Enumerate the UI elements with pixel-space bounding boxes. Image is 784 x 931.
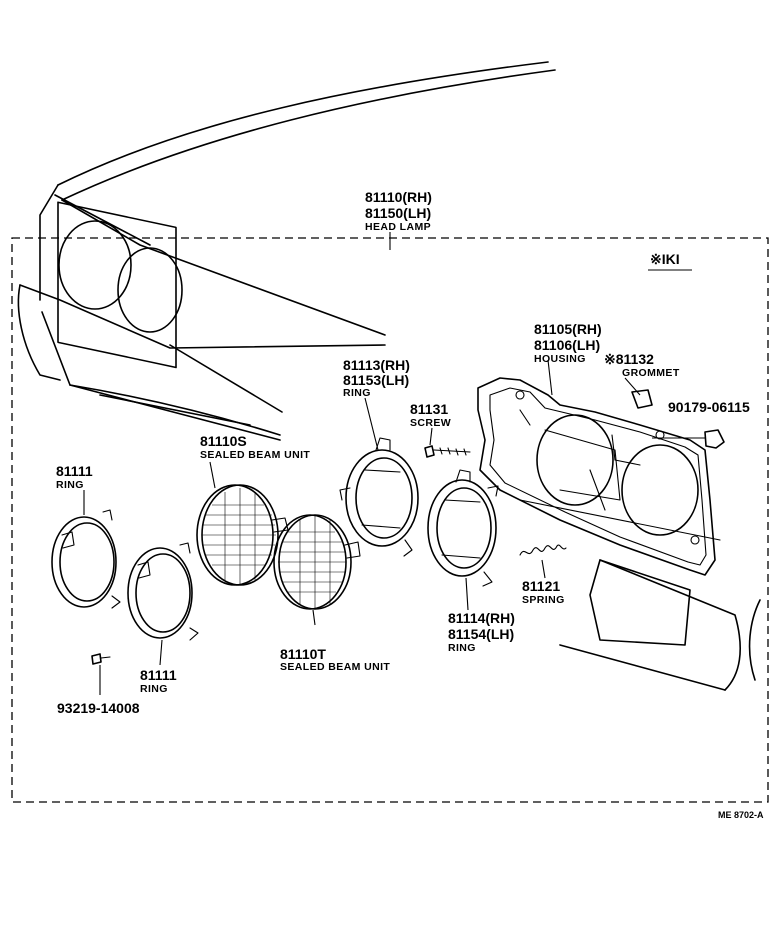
label-diagram-code: ME 8702-A bbox=[718, 810, 764, 820]
label-small-screw: 93219-14008 bbox=[57, 700, 140, 716]
head-lamp-rh: 81110(RH) bbox=[365, 189, 432, 205]
ring-lower-rh: 81114(RH) bbox=[448, 610, 515, 626]
label-nut: 90179-06115 bbox=[668, 399, 750, 415]
label-screw: 81131 SCREW bbox=[410, 401, 451, 429]
label-sealed-beam-s: 81110S SEALED BEAM UNIT bbox=[200, 433, 310, 461]
housing-lh: 81106(LH) bbox=[534, 337, 600, 353]
ring-left-top-name: RING bbox=[56, 479, 84, 491]
grommet-name: GROMMET bbox=[622, 367, 680, 379]
small-screw-number: 93219-14008 bbox=[57, 700, 140, 716]
ring-upper-lh: 81153(LH) bbox=[343, 372, 409, 388]
ring-lower-lh: 81154(LH) bbox=[448, 626, 514, 642]
spring-name: SPRING bbox=[522, 594, 565, 606]
mounting-ring-upper bbox=[339, 437, 419, 557]
label-housing: 81105(RH) 81106(LH) HOUSING bbox=[534, 321, 602, 365]
car-front-outline bbox=[17, 61, 761, 691]
retaining-ring-left-upper bbox=[51, 509, 121, 609]
callout-frame bbox=[11, 237, 769, 803]
housing-name: HOUSING bbox=[534, 353, 586, 365]
retaining-ring-left-lower bbox=[127, 542, 199, 641]
housing-part bbox=[477, 377, 716, 576]
head-lamp-name: HEAD LAMP bbox=[365, 221, 431, 233]
sealed-beam-unit-s bbox=[196, 484, 289, 586]
sealed-beam-s-number: 81110S bbox=[200, 433, 247, 449]
small-screw-part bbox=[91, 653, 111, 665]
label-ring-left-bottom: 81111 RING bbox=[140, 667, 177, 695]
label-sealed-beam-t: 81110T SEALED BEAM UNIT bbox=[280, 646, 390, 673]
label-head-lamp: 81110(RH) 81150(LH) HEAD LAMP bbox=[365, 189, 432, 233]
screw-number: 81131 bbox=[410, 401, 448, 417]
sealed-beam-t-number: 81110T bbox=[280, 646, 326, 662]
ring-left-top-number: 81111 bbox=[56, 463, 93, 479]
spring-number: 81121 bbox=[522, 578, 560, 594]
sealed-beam-t-name: SEALED BEAM UNIT bbox=[280, 661, 390, 673]
ring-upper-rh: 81113(RH) bbox=[343, 357, 410, 373]
grommet-number: ※81132 bbox=[604, 351, 654, 367]
ring-left-bottom-name: RING bbox=[140, 683, 168, 695]
nut-number: 90179-06115 bbox=[668, 399, 750, 415]
screw-name: SCREW bbox=[410, 417, 451, 429]
ring-left-bottom-number: 81111 bbox=[140, 667, 177, 683]
spring-part bbox=[519, 544, 567, 556]
screw-part bbox=[424, 445, 471, 458]
head-lamp-lh: 81150(LH) bbox=[365, 205, 431, 221]
label-spring: 81121 SPRING bbox=[522, 578, 565, 606]
label-grommet: ※81132 GROMMET bbox=[604, 351, 680, 379]
ring-lower-name: RING bbox=[448, 642, 476, 654]
sealed-beam-unit-t bbox=[273, 514, 361, 610]
ring-upper-name: RING bbox=[343, 387, 371, 399]
grommet-part bbox=[631, 389, 653, 409]
label-ring-lower: 81114(RH) 81154(LH) RING bbox=[448, 610, 515, 654]
housing-rh: 81105(RH) bbox=[534, 321, 602, 337]
diagram-code: ME 8702-A bbox=[718, 810, 764, 820]
region-tag: ※IKI bbox=[650, 251, 680, 267]
mounting-ring-lower bbox=[427, 469, 499, 587]
label-ring-left-top: 81111 RING bbox=[56, 463, 93, 491]
label-region-tag: ※IKI bbox=[648, 251, 692, 271]
label-ring-upper: 81113(RH) 81153(LH) RING bbox=[343, 357, 410, 399]
leader-lines bbox=[83, 232, 700, 695]
sealed-beam-s-name: SEALED BEAM UNIT bbox=[200, 449, 310, 461]
